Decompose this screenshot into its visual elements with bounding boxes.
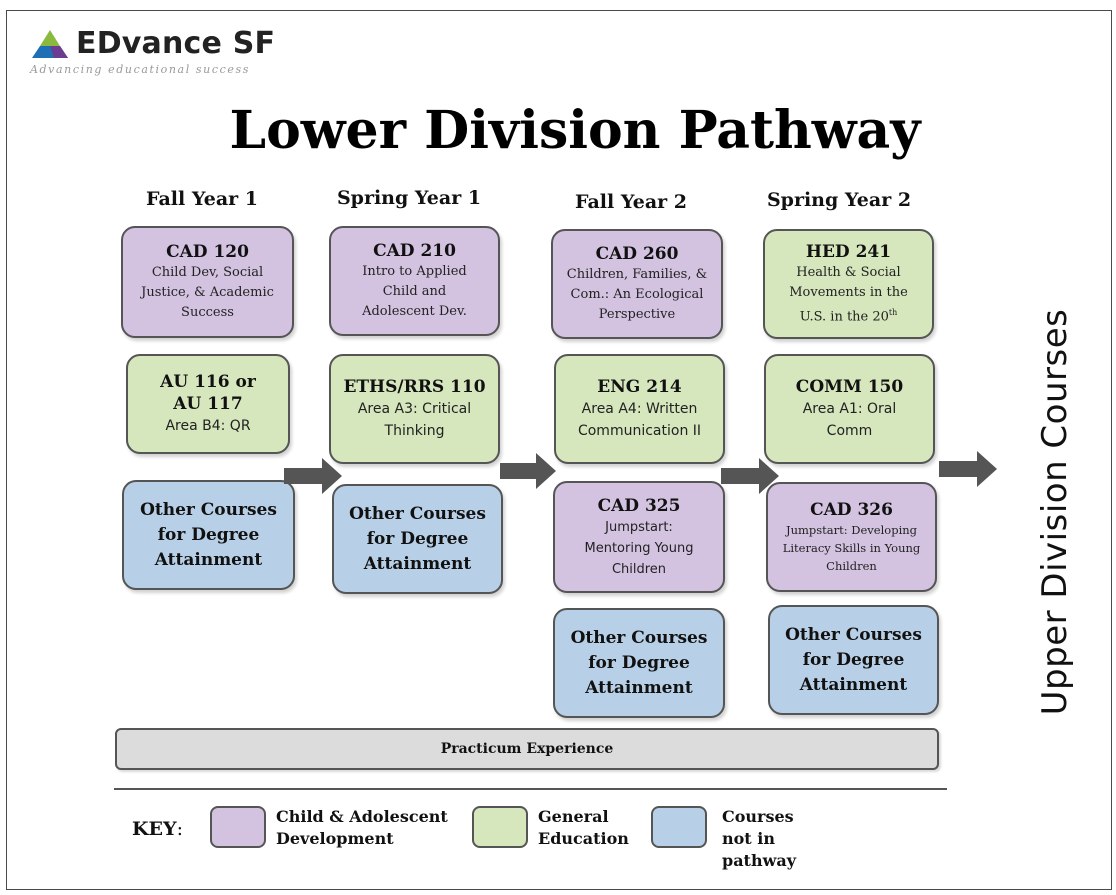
course-description: Children, Families, & Com.: An Ecologica… [566,267,708,322]
column-heading-fall-year-2: Fall Year 2 [575,191,687,213]
course-box-cad-120: CAD 120 Child Dev, Social Justice, & Aca… [121,226,294,338]
course-box-cad-260: CAD 260 Children, Families, & Com.: An E… [551,229,723,339]
arrow-right-icon [721,458,779,494]
course-code: COMM 150 [795,377,904,397]
arrow-right-icon [500,453,556,489]
column-heading-spring-year-1: Spring Year 1 [336,187,482,209]
course-box-cad-326: CAD 326 Jumpstart: Developing Literacy S… [766,482,937,592]
course-code: CAD 210 [373,241,456,261]
key-text-courses-not-in-pathway: Courses not in pathway [722,807,797,870]
course-box-eng-214: ENG 214 Area A4: Written Communication I… [554,354,725,464]
course-box-eths-rrs-110: ETHS/RRS 110 Area A3: Critical Thinking [329,354,500,464]
course-description: Intro to Applied Child and Adolescent De… [362,264,467,319]
course-box-au-116-or-au-117: AU 116 or AU 117 Area B4: QR [126,354,290,454]
key-text-general-education: General Education [538,807,629,848]
practicum-experience-bar: Practicum Experience [115,728,939,770]
course-code: CAD 326 [810,500,893,520]
column-heading-fall-year-1: Fall Year 1 [146,188,258,210]
key-label: KEY: [132,818,183,840]
course-code: AU 116 or AU 117 [160,372,256,414]
course-box-hed-241: HED 241 Health & Social Movements in the… [763,229,934,339]
course-description: Health & Social Movements in the U.S. in… [789,264,908,325]
course-description: Area B4: QR [165,418,251,434]
course-code: CAD 325 [597,495,681,516]
course-code: CAD 260 [595,244,679,264]
key-swatch-purple [210,806,266,848]
logo-triangle-icon [32,29,68,58]
other-courses-box: Other Courses for Degree Attainment [768,605,939,715]
key-text-child-adolescent-development: Child & Adolescent Development [276,807,448,848]
other-courses-box: Other Courses for Degree Attainment [122,480,295,590]
page-title: Lower Division Pathway [229,100,921,161]
other-courses-box: Other Courses for Degree Attainment [332,484,503,594]
page-frame [6,10,1112,890]
course-box-cad-325: CAD 325 Jumpstart: Mentoring Young Child… [553,481,725,593]
course-code: CAD 120 [166,242,249,262]
key-swatch-green [472,806,528,848]
course-code: ETHS/RRS 110 [343,377,486,397]
upper-division-courses-label: Upper Division Courses [1035,308,1075,716]
course-description: Jumpstart: Developing Literacy Skills in… [782,523,921,573]
other-courses-box: Other Courses for Degree Attainment [553,608,725,718]
course-description: Child Dev, Social Justice, & Academic Su… [141,265,274,320]
course-box-cad-210: CAD 210 Intro to Applied Child and Adole… [329,226,500,336]
arrow-right-icon [939,451,997,487]
course-code: HED 241 [805,241,892,262]
course-description: Area A4: Written Communication II [577,401,702,439]
key-swatch-blue [651,806,707,848]
logo: EDvance SF Advancing educational success [30,26,275,76]
column-heading-spring-year-2: Spring Year 2 [766,189,912,211]
logo-tagline: Advancing educational success [30,63,250,76]
course-code: ENG 214 [597,377,682,397]
course-description: Area A3: Critical Thinking [357,401,472,439]
arrow-right-icon [284,458,342,494]
course-description: Jumpstart: Mentoring Young Children [584,519,694,577]
course-description: Area A1: Oral Comm [802,401,897,439]
course-box-comm-150: COMM 150 Area A1: Oral Comm [764,354,935,464]
key-divider [114,788,947,790]
logo-name: EDvance SF [76,26,276,61]
